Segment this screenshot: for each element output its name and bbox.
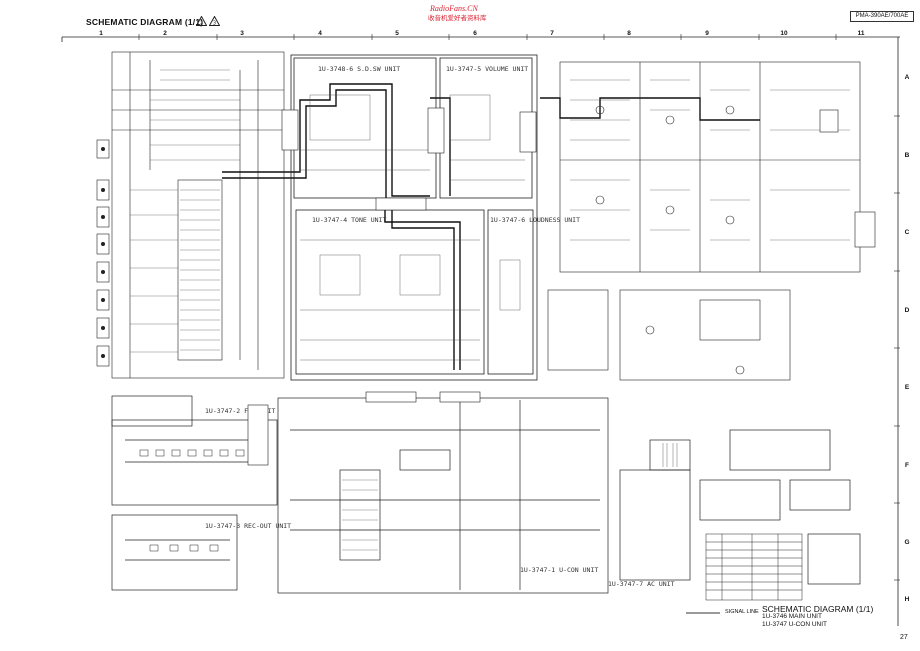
grid-column-label: 1 xyxy=(99,30,103,37)
fl-unit-label: 1U-3747-2 F-L UNIT xyxy=(205,407,276,415)
watermark-site-cn: 收音机爱好者资料库 xyxy=(428,14,487,22)
block-title: SCHEMATIC DIAGRAM (1/1) xyxy=(762,604,874,614)
ucon-unit-label: 1U-3747-1 U-CON UNIT xyxy=(520,566,598,574)
grid-column-label: 7 xyxy=(550,30,554,37)
grid-column-label: 10 xyxy=(780,30,788,37)
svg-text:2: 2 xyxy=(200,20,203,26)
grid-row-label: C xyxy=(904,229,910,236)
loudness-unit-label: 1U-3747-6 LOUDNESS UNIT xyxy=(490,216,580,224)
sel-sw-unit-label: 1U-3748-6 S.D.SW UNIT xyxy=(318,65,400,73)
grid-row-label: H xyxy=(904,596,910,603)
grid-column-label: 2 xyxy=(163,30,167,37)
signal-line-legend-label: SIGNAL LINE xyxy=(725,609,759,615)
rec-out-unit-label: 1U-3747-3 REC-OUT UNIT xyxy=(205,522,291,530)
grid-column-label: 3 xyxy=(240,30,244,37)
grid-row-label: G xyxy=(904,539,910,546)
signal-line-legend-swatch xyxy=(686,612,720,614)
warning-icon: 2 xyxy=(196,16,207,26)
grid-column-label: 5 xyxy=(395,30,399,37)
warning-icon: 3 xyxy=(209,16,220,26)
grid-row-label: E xyxy=(904,384,910,391)
grid-row-label: D xyxy=(904,307,910,314)
grid-row-label: A xyxy=(904,74,910,81)
diagram-title: SCHEMATIC DIAGRAM (1/1) xyxy=(86,17,204,27)
model-number: PMA-390AE/700AE xyxy=(850,11,914,22)
grid-row-label: F xyxy=(905,462,909,469)
main-unit-label: 1U-3746 MAIN UNIT xyxy=(762,613,822,620)
ac-unit-label: 1U-3747-7 AC UNIT xyxy=(608,580,675,588)
grid-row-label: B xyxy=(904,152,910,159)
ucon-unit-label: 1U-3747 U-CON UNIT xyxy=(762,621,828,628)
grid-column-label: 4 xyxy=(318,30,322,37)
volume-unit-label: 1U-3747-5 VOLUME UNIT xyxy=(446,65,528,73)
grid-column-label: 9 xyxy=(705,30,709,37)
grid-column-label: 11 xyxy=(857,30,865,37)
tone-unit-label: 1U-3747-4 TONE UNIT xyxy=(312,216,386,224)
grid-column-label: 8 xyxy=(627,30,631,37)
grid-column-label: 6 xyxy=(473,30,477,37)
svg-text:3: 3 xyxy=(213,20,216,26)
page-number: 27 xyxy=(900,634,908,641)
watermark-site: RadioFans.CN xyxy=(430,4,478,13)
